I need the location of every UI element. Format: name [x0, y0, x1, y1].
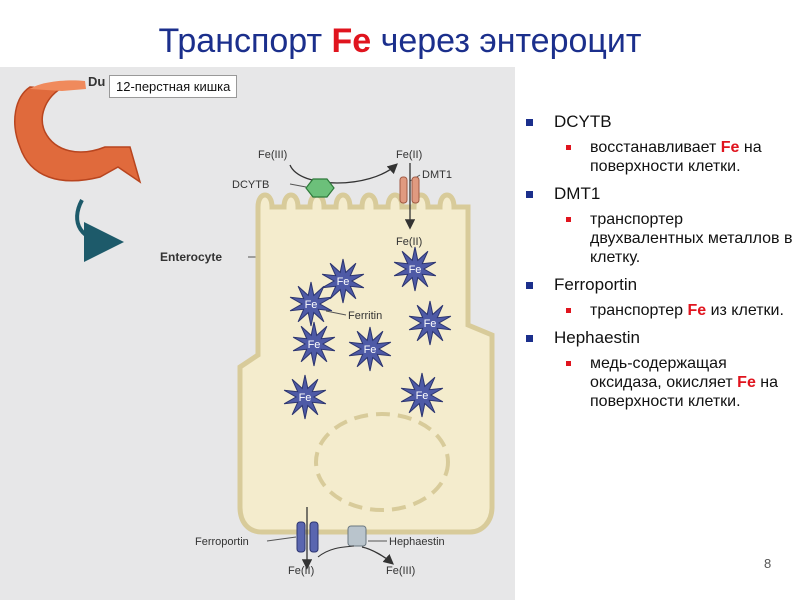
title-suffix: через энтероцит — [371, 22, 641, 60]
ferroportin-protein-right — [310, 522, 318, 552]
sub-bullet-item: транспортер Fe из клетки. — [554, 301, 794, 320]
ferritin-label: Ferritin — [348, 310, 382, 322]
fe2-bottom-label: Fe(II) — [288, 565, 314, 577]
enterocyte-label: Enterocyte — [160, 250, 222, 264]
title-fe: Fe — [332, 22, 372, 60]
sub-bullet-square-icon — [566, 308, 571, 313]
fe-star-label: Fe — [416, 390, 429, 402]
duodenum-label: Du — [88, 74, 105, 89]
page-number: 8 — [764, 556, 771, 571]
sub-bullet-text: медь-содержащая оксидаза, окисляет — [590, 355, 737, 391]
bullet-item: DMT1 транспортер двухвалентных металлов в… — [524, 184, 794, 267]
bullet-heading: Ferroportin — [554, 275, 637, 294]
fe-star-label: Fe — [364, 344, 377, 356]
sub-bullet-fe: Fe — [721, 139, 740, 156]
sub-bullet-text: восстанавливает — [590, 139, 721, 156]
bullet-square-icon — [526, 119, 533, 126]
bullet-heading: DMT1 — [554, 184, 600, 203]
sub-bullet-square-icon — [566, 217, 571, 222]
fe3-top-label: Fe(III) — [258, 149, 287, 161]
fe-star-label: Fe — [424, 318, 437, 330]
enterocyte-diagram: Du Enterocyte Fe(III) Fe(II) DCYTB DMT1 … — [0, 67, 515, 600]
hephaestin-label: Hephaestin — [389, 536, 445, 548]
sub-bullet-text-post: из клетки. — [706, 302, 784, 319]
sub-bullet-item: восстанавливает Fe на поверхности клетки… — [554, 138, 794, 176]
dcytb-label: DCYTB — [232, 179, 269, 191]
bullet-heading: DCYTB — [554, 112, 612, 131]
fe2-inside-label: Fe(II) — [396, 236, 422, 248]
duodenum-shape — [15, 87, 140, 182]
sub-bullet-square-icon — [566, 361, 571, 366]
sub-bullet-text: транспортер — [590, 302, 687, 319]
bullet-square-icon — [526, 335, 533, 342]
bullet-item: DCYTB восстанавливает Fe на поверхности к… — [524, 112, 794, 176]
hephaestin-protein — [348, 526, 366, 546]
enterocyte-figure: Du Enterocyte Fe(III) Fe(II) DCYTB DMT1 … — [0, 67, 515, 600]
fe2-top-label: Fe(II) — [396, 149, 422, 161]
dmt1-label: DMT1 — [422, 169, 452, 181]
fe3-bottom-label: Fe(III) — [386, 565, 415, 577]
fe-star-label: Fe — [299, 392, 312, 404]
fe-star-label: Fe — [305, 299, 318, 311]
sub-bullet-square-icon — [566, 145, 571, 150]
sub-bullet-item: транспортер двухвалентных металлов в кле… — [554, 210, 794, 267]
slide-title: Транспорт Fe через энтероцит — [0, 22, 800, 61]
ferroportin-label: Ferroportin — [195, 536, 249, 548]
sub-bullet-item: медь-содержащая оксидаза, окисляет Fe на… — [554, 354, 794, 411]
curved-arrow-icon — [77, 200, 112, 242]
bullet-heading: Hephaestin — [554, 328, 640, 347]
bullet-item: Hephaestin медь-содержащая оксидаза, окис… — [524, 328, 794, 411]
fe-star-label: Fe — [409, 264, 422, 276]
title-prefix: Транспорт — [159, 22, 332, 60]
fe-star-label: Fe — [337, 276, 350, 288]
bullet-square-icon — [526, 282, 533, 289]
duodenum-callout: 12-перстная кишка — [109, 75, 237, 98]
bullet-square-icon — [526, 191, 533, 198]
ferroportin-protein-left — [297, 522, 305, 552]
fe-star-label: Fe — [308, 339, 321, 351]
enterocyte-cell — [240, 195, 492, 532]
bullet-list: DCYTB восстанавливает Fe на поверхности к… — [524, 112, 794, 419]
sub-bullet-fe: Fe — [687, 302, 706, 319]
bullet-item: Ferroportin транспортер Fe из клетки. — [524, 275, 794, 320]
sub-bullet-fe: Fe — [737, 374, 756, 391]
dcytb-protein — [306, 179, 334, 197]
sub-bullet-text: транспортер двухвалентных металлов в кле… — [590, 211, 793, 266]
